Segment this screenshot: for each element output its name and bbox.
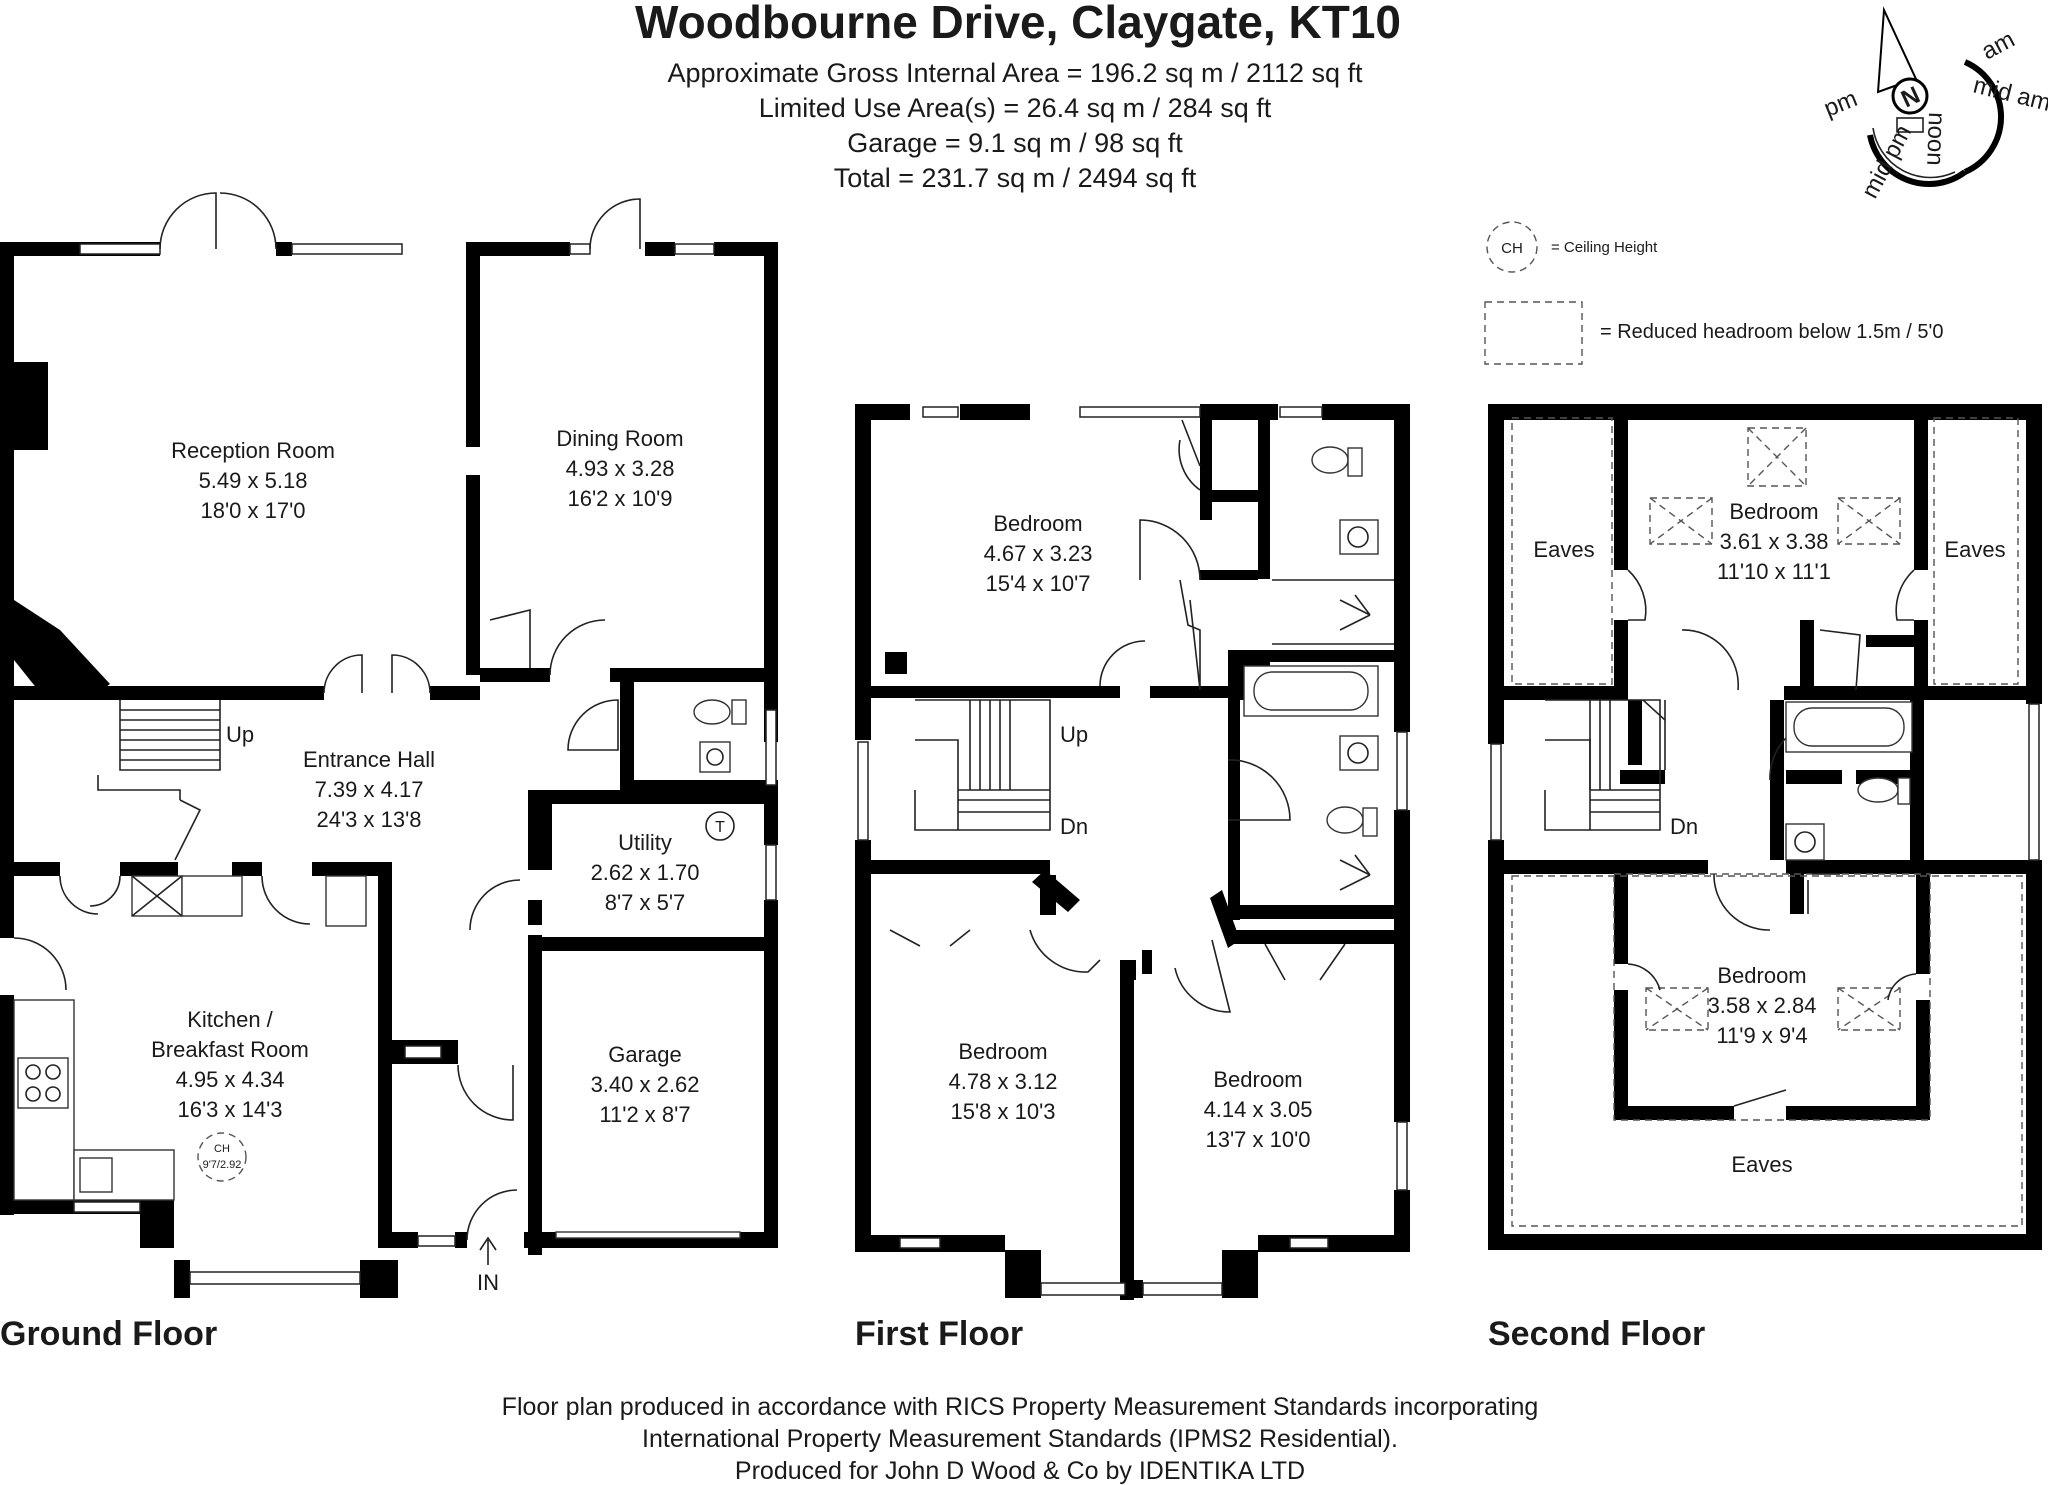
ground-floor-label: Ground Floor [0,1315,217,1353]
svg-text:16'3 x 14'3: 16'3 x 14'3 [177,1097,282,1122]
svg-text:Kitchen /: Kitchen / [187,1007,273,1032]
svg-text:Breakfast Room: Breakfast Room [151,1037,309,1062]
ground-stairs-up: Up [226,722,254,747]
compass-pm: pm [1820,85,1861,123]
svg-text:5.49 x 5.18: 5.49 x 5.18 [199,468,308,493]
svg-text:13'7 x 10'0: 13'7 x 10'0 [1205,1127,1310,1152]
first-floor-label: First Floor [855,1315,1023,1353]
entrance-label: IN [477,1270,499,1295]
ceiling-badge-symbol: CH [214,1143,230,1155]
room-bedroom-3: Bedroom 4.14 x 3.05 13'7 x 10'0 [1204,1067,1313,1152]
svg-text:Bedroom: Bedroom [958,1039,1047,1064]
svg-text:8'7 x 5'7: 8'7 x 5'7 [605,890,686,915]
svg-text:4.14 x 3.05: 4.14 x 3.05 [1204,1097,1313,1122]
svg-text:Bedroom: Bedroom [1717,963,1806,988]
room-bedroom-top: Bedroom 3.61 x 3.38 11'10 x 11'1 [1717,499,1831,584]
svg-text:4.67 x 3.23: 4.67 x 3.23 [984,541,1093,566]
svg-text:15'8 x 10'3: 15'8 x 10'3 [950,1099,1055,1124]
svg-text:Garage: Garage [608,1042,681,1067]
svg-text:Bedroom: Bedroom [1729,499,1818,524]
boiler-label: T [715,819,725,836]
second-floor-label: Second Floor [1488,1315,1705,1353]
ceiling-height-symbol [1486,221,1538,273]
compass-am: am [1977,26,2019,65]
first-floor-plan: Bedroom 4.67 x 3.23 15'4 x 10'7 Bedroom … [855,404,1410,1353]
second-stairs-down: Dn [1670,814,1698,839]
svg-text:15'4 x 10'7: 15'4 x 10'7 [985,571,1090,596]
svg-text:Utility: Utility [618,830,672,855]
garage-area-line: Garage = 9.1 sq m / 98 sq ft [847,128,1183,158]
room-entrance-hall: Entrance Hall 7.39 x 4.17 24'3 x 13'8 [303,747,435,832]
svg-text:16'2 x 10'9: 16'2 x 10'9 [567,486,672,511]
room-utility: Utility 2.62 x 1.70 8'7 x 5'7 [591,830,700,915]
entrance-arrow-icon [479,1236,497,1265]
legend-ch-text: = Ceiling Height [1551,239,1658,256]
sun-compass: N am mid am noon mid pm pm [1820,6,2048,203]
ceiling-height-badge [197,1132,247,1182]
room-bedroom-2: Bedroom 4.78 x 3.12 15'8 x 10'3 [949,1039,1058,1124]
room-kitchen: Kitchen / Breakfast Room 4.95 x 4.34 16'… [151,1007,309,1122]
page-title: Woodbourne Drive, Claygate, KT10 [635,0,1401,48]
ceiling-badge-value: 9'7/2.92 [203,1159,242,1171]
compass-noon: noon [1921,112,1950,166]
compass-mid-pm: mid pm [1856,121,1917,203]
room-bedroom-bottom: Bedroom 3.58 x 2.84 11'9 x 9'4 [1708,963,1817,1048]
eaves-left: Eaves [1533,537,1594,562]
boiler-symbol [705,811,735,841]
eaves-bottom: Eaves [1731,1152,1792,1177]
svg-text:4.78 x 3.12: 4.78 x 3.12 [949,1069,1058,1094]
svg-text:4.95 x 4.34: 4.95 x 4.34 [176,1067,285,1092]
legend: CH = Ceiling Height = Reduced headroom b… [1484,221,1943,365]
room-dining: Dining Room 4.93 x 3.28 16'2 x 10'9 [556,426,683,511]
svg-text:Entrance Hall: Entrance Hall [303,747,435,772]
limited-use-area-line: Limited Use Area(s) = 26.4 sq m / 284 sq… [759,93,1272,123]
svg-text:Dining Room: Dining Room [556,426,683,451]
room-bedroom-1: Bedroom 4.67 x 3.23 15'4 x 10'7 [984,511,1093,596]
legend-ch-symbol: CH [1501,240,1523,257]
svg-text:11'9 x 9'4: 11'9 x 9'4 [1716,1023,1807,1048]
room-garage: Garage 3.40 x 2.62 11'2 x 8'7 [591,1042,700,1127]
first-stairs-up: Up [1060,722,1088,747]
svg-text:4.93 x 3.28: 4.93 x 3.28 [566,456,675,481]
footer-line-3: Produced for John D Wood & Co by IDENTIK… [735,1457,1305,1485]
legend-reduced-text: = Reduced headroom below 1.5m / 5'0 [1600,321,1943,343]
svg-text:11'10 x 11'1: 11'10 x 11'1 [1717,559,1831,584]
first-stairs-down: Dn [1060,814,1088,839]
eaves-right: Eaves [1944,537,2005,562]
gross-area-line: Approximate Gross Internal Area = 196.2 … [667,58,1363,88]
second-floor-plan: Bedroom 3.61 x 3.38 11'10 x 11'1 Bedroom… [1488,404,2042,1353]
svg-text:2.62 x 1.70: 2.62 x 1.70 [591,860,700,885]
reduced-headroom-symbol [1484,301,1583,365]
footer-line-2: International Property Measurement Stand… [642,1425,1398,1453]
svg-text:24'3 x 13'8: 24'3 x 13'8 [316,807,421,832]
svg-text:Reception Room: Reception Room [171,438,335,463]
total-area-line: Total = 231.7 sq m / 2494 sq ft [834,163,1197,193]
room-reception: Reception Room 5.49 x 5.18 18'0 x 17'0 [171,438,335,523]
ground-floor-plan: T CH 9'7/2.92 IN Reception Room 5.49 x 5… [0,192,778,1353]
svg-text:Bedroom: Bedroom [993,511,1082,536]
svg-text:3.58 x 2.84: 3.58 x 2.84 [1708,993,1817,1018]
compass-mid-am: mid am [1971,72,2048,117]
svg-text:3.40 x 2.62: 3.40 x 2.62 [591,1072,700,1097]
svg-text:3.61 x 3.38: 3.61 x 3.38 [1720,529,1829,554]
footer-line-1: Floor plan produced in accordance with R… [502,1393,1539,1421]
svg-text:7.39 x 4.17: 7.39 x 4.17 [315,777,424,802]
svg-text:Bedroom: Bedroom [1213,1067,1302,1092]
svg-text:11'2 x 8'7: 11'2 x 8'7 [599,1102,690,1127]
svg-text:18'0 x 17'0: 18'0 x 17'0 [200,498,305,523]
